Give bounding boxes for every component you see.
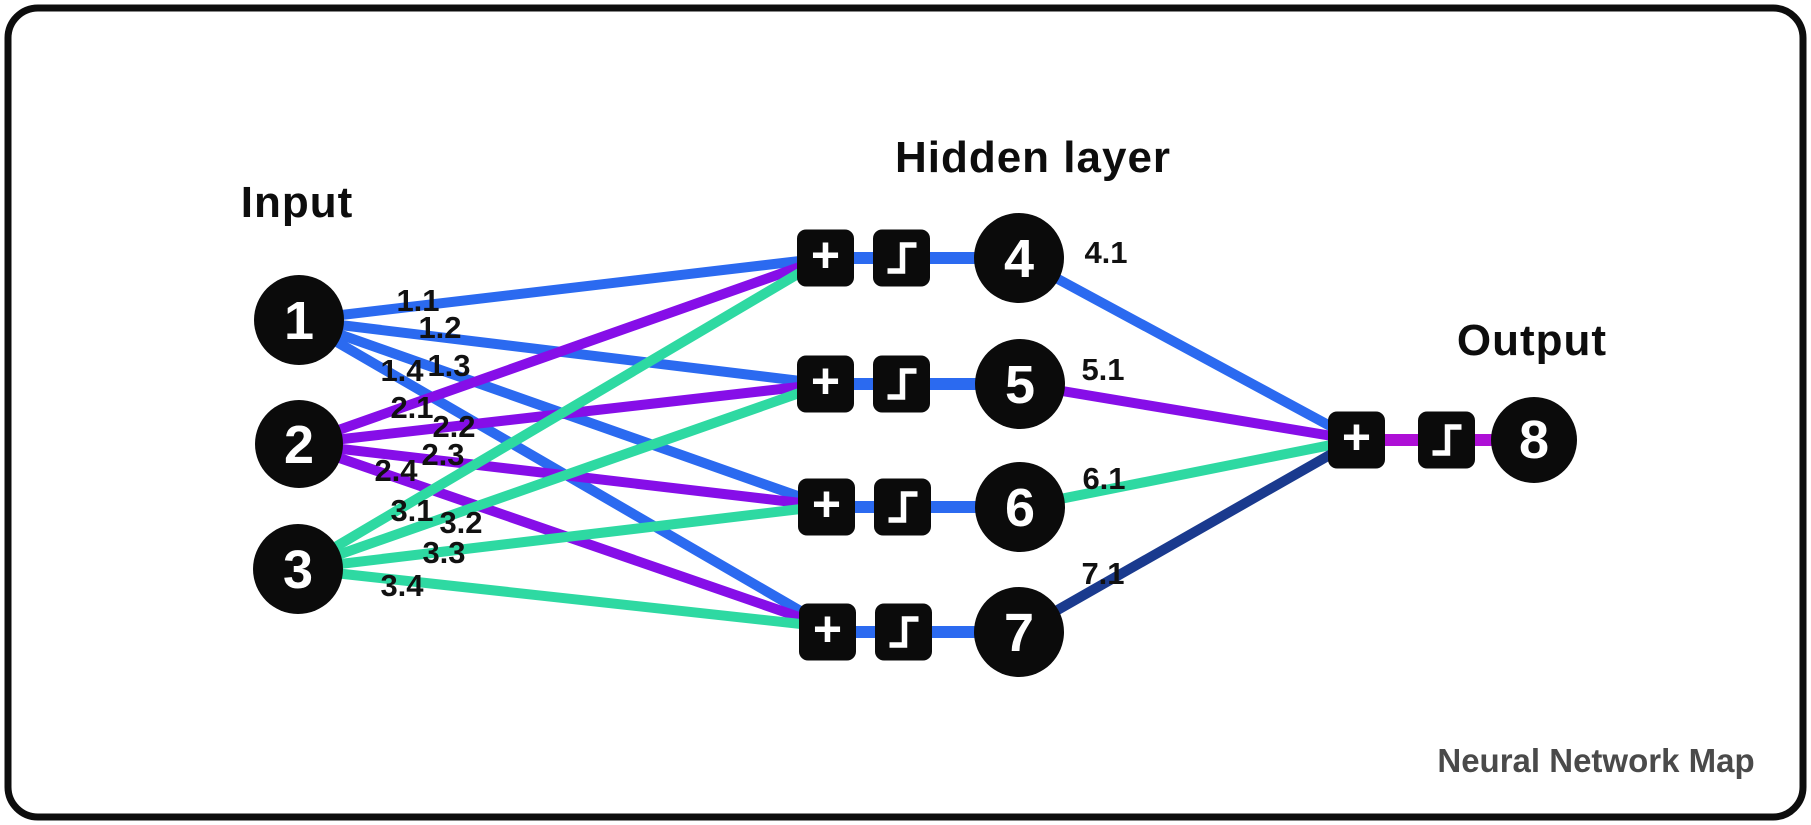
input-node-3-label: 3: [283, 540, 313, 600]
input-weight-labels: 1.1 1.2 1.3 1.4 2.1 2.2 2.3 2.4 3.1 3.2 …: [374, 283, 482, 603]
sum-symbol-7: +: [813, 601, 842, 657]
step-function-icon: [1432, 424, 1462, 456]
input-node-2-label: 2: [284, 415, 314, 475]
output-section-title: Output: [1457, 316, 1607, 365]
hidden-node-5: [975, 339, 1065, 429]
hidden-node-7-label: 7: [1004, 603, 1034, 663]
sum-symbol-5: +: [811, 353, 840, 409]
sum-box-8: [1328, 411, 1385, 469]
weight-2-2: 2.2: [432, 409, 475, 444]
hidden-node-6: [975, 462, 1065, 552]
edge-7-8: [1014, 435, 1361, 637]
weight-2-1: 2.1: [390, 390, 433, 425]
input-node-3: [253, 524, 343, 614]
sum-symbol-8: +: [1342, 409, 1371, 465]
sum-box-4: [797, 229, 854, 287]
input-layer: 1 2 3: [253, 275, 344, 614]
hidden-layer: + 4 + 5 + 6 + 7: [797, 213, 1065, 677]
input-hidden-edges: [293, 253, 833, 632]
edge-6-8: [1015, 435, 1361, 512]
weight-3-2: 3.2: [439, 505, 482, 540]
hidden-node-6-label: 6: [1005, 478, 1035, 538]
weight-4-1: 4.1: [1084, 235, 1127, 270]
edge-2-4: [294, 253, 830, 449]
weight-3-3: 3.3: [422, 535, 465, 570]
edge-3-6: [293, 501, 831, 574]
edge-5-8: [1015, 379, 1361, 445]
sum-box-6: [798, 478, 855, 536]
weight-7-1: 7.1: [1081, 556, 1124, 591]
input-node-1-label: 1: [284, 291, 314, 351]
weight-3-4: 3.4: [380, 568, 424, 603]
sum-symbol-6: +: [812, 476, 841, 532]
edge-3-4: [293, 253, 830, 574]
hidden-node-4: [974, 213, 1064, 303]
sum-box-5: [797, 355, 854, 413]
step-function-icon: [889, 616, 919, 648]
edge-4-8: [1014, 253, 1361, 445]
edge-1-4: [294, 253, 830, 325]
weight-2-4: 2.4: [374, 453, 418, 488]
weight-3-1: 3.1: [390, 493, 433, 528]
input-node-2: [255, 400, 343, 488]
edge-3-5: [293, 379, 830, 574]
step-function-icon: [887, 242, 917, 274]
input-node-1: [254, 275, 344, 365]
hidden-node-5-label: 5: [1005, 355, 1035, 415]
output-node-8-label: 8: [1519, 410, 1549, 470]
weight-2-3: 2.3: [421, 437, 464, 472]
output-node-8: [1491, 397, 1577, 483]
step-function-icon: [888, 491, 918, 523]
hidden-output-edges: [1014, 253, 1361, 637]
input-section-title: Input: [241, 178, 354, 227]
weight-5-1: 5.1: [1081, 352, 1124, 387]
sum-box-7: [799, 603, 856, 661]
sum-symbol-4: +: [811, 227, 840, 283]
step-function-icon: [887, 368, 917, 400]
hidden-node-4-label: 4: [1004, 229, 1034, 289]
hidden-section-title: Hidden layer: [895, 133, 1171, 182]
output-weight-labels: 4.1 5.1 6.1 7.1: [1081, 235, 1127, 591]
hidden-node-7: [974, 587, 1064, 677]
weight-1-2: 1.2: [418, 310, 461, 345]
edge-3-7: [293, 564, 833, 632]
weight-1-4: 1.4: [380, 353, 424, 388]
weight-1-3: 1.3: [427, 348, 470, 383]
diagram-footer-title: Neural Network Map: [1437, 742, 1754, 779]
weight-6-1: 6.1: [1082, 461, 1125, 496]
output-layer: + 8: [1328, 397, 1577, 483]
weight-1-1: 1.1: [396, 283, 439, 318]
